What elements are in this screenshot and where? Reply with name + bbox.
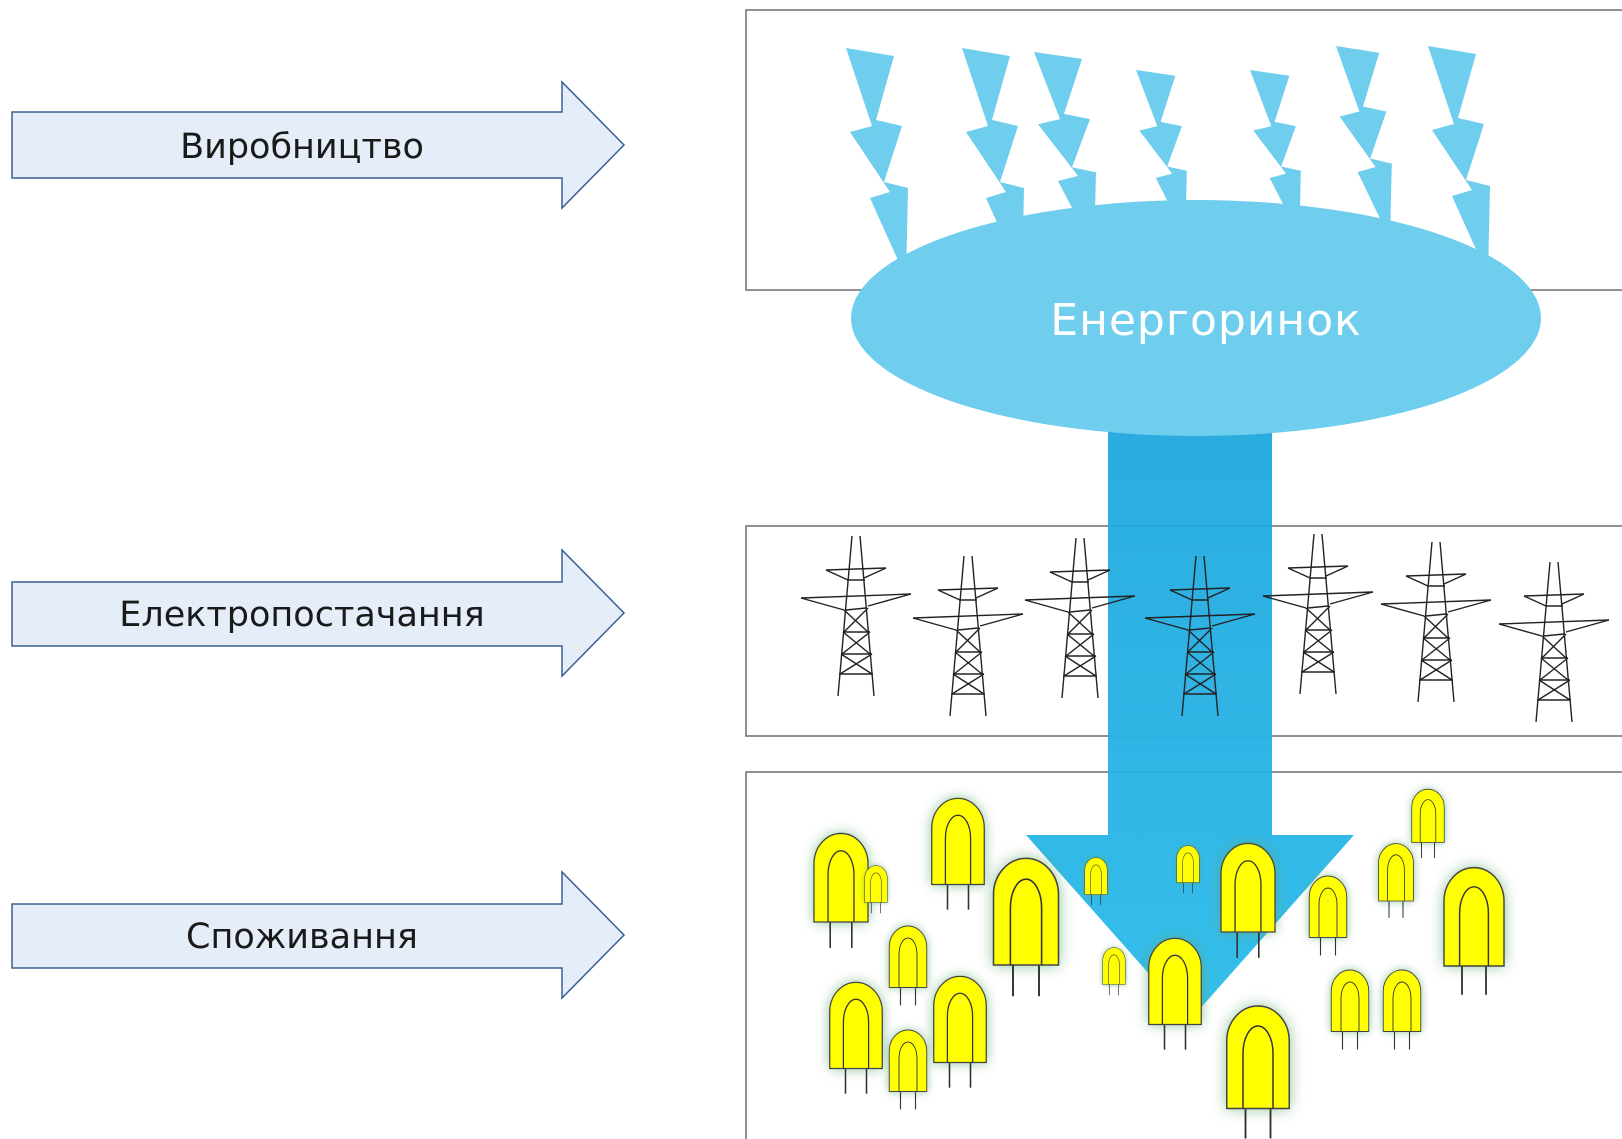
stage-arrow-consumption: Споживання	[11, 870, 626, 1000]
stage-arrow-supply: Електропостачання	[11, 548, 626, 678]
lamp-icon	[889, 1030, 927, 1110]
power-tower-icon	[1262, 533, 1374, 695]
power-tower-icon	[800, 535, 912, 697]
lamp-icon	[934, 976, 987, 1087]
lamp-icon	[1383, 970, 1421, 1050]
power-tower-icon	[1498, 561, 1610, 723]
lamp-icon	[1227, 1006, 1290, 1139]
lamp-icon	[1149, 938, 1202, 1049]
stage-label-supply: Електропостачання	[119, 595, 485, 635]
lamp-icon	[1309, 876, 1347, 956]
energy-market-node: Енергоринок	[851, 200, 1541, 436]
stage-arrow-production: Виробництво	[11, 80, 626, 210]
stage-label-consumption: Споживання	[186, 917, 418, 957]
lamp-icon	[994, 858, 1059, 996]
lamp-icon	[814, 833, 868, 947]
lamp-icon	[1379, 844, 1414, 918]
lamp-icon	[1412, 789, 1445, 858]
lamp-icon	[1103, 948, 1126, 996]
power-tower-icon	[1380, 541, 1492, 703]
lamp-icon	[932, 798, 985, 909]
lamp-icon	[1444, 868, 1504, 995]
lamp-icon	[889, 926, 927, 1006]
lamp-icon	[1331, 970, 1369, 1050]
flow-arrow	[1026, 420, 1354, 1020]
stage-label-production: Виробництво	[180, 127, 424, 167]
power-tower-icon	[912, 555, 1024, 717]
power-towers	[800, 533, 1610, 723]
market-label: Енергоринок	[1050, 295, 1361, 346]
lamp-icon	[830, 982, 883, 1093]
